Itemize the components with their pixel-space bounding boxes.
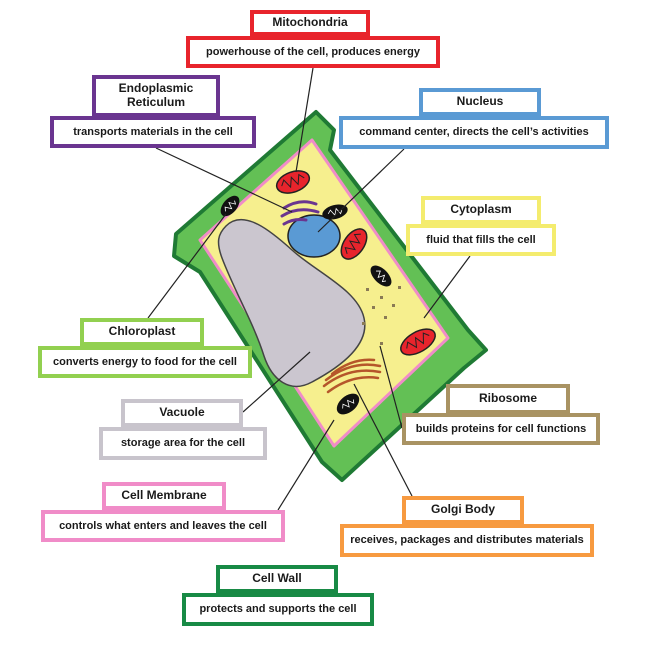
chloroplast-group — [220, 195, 392, 415]
leader-ribosome — [379, 345, 403, 429]
golgi-description: receives, packages and distributes mater… — [340, 524, 594, 557]
ribosome — [392, 304, 395, 307]
mitochondria-title: Mitochondria — [250, 10, 370, 36]
golgi-title: Golgi Body — [402, 496, 524, 524]
ribosome — [380, 342, 383, 345]
ribosome — [372, 306, 375, 309]
ribosome — [380, 296, 383, 299]
mitochondrion — [400, 328, 436, 356]
er-title: Endoplasmic Reticulum — [92, 75, 220, 117]
chloroplast-title: Chloroplast — [80, 318, 204, 346]
chloroplast — [220, 195, 240, 217]
chloroplast — [336, 393, 360, 415]
leader-mitochondria — [295, 67, 314, 173]
ribosome — [384, 316, 387, 319]
vacuole-title: Vacuole — [121, 399, 243, 427]
chloroplast-description: converts energy to food for the cell — [38, 346, 252, 378]
mitochondria-description: powerhouse of the cell, produces energy — [186, 36, 440, 68]
ribosome — [362, 322, 365, 325]
leader-golgi — [353, 383, 413, 497]
vacuole — [217, 219, 366, 388]
ribosome-group — [362, 286, 401, 345]
chloroplast — [322, 204, 348, 220]
cell-wall-description: protects and supports the cell — [182, 593, 374, 626]
leader-nucleus — [317, 148, 405, 233]
er-description: transports materials in the cell — [50, 116, 256, 148]
leader-membrane — [277, 419, 335, 511]
nucleus — [287, 214, 341, 258]
endoplasmic-reticulum — [280, 200, 320, 226]
leader-vacuole — [242, 351, 311, 413]
golgi-body — [322, 358, 382, 394]
cell-wall-title: Cell Wall — [216, 565, 338, 593]
leader-chloroplast — [147, 213, 227, 319]
membrane-description: controls what enters and leaves the cell — [41, 510, 285, 542]
ribosome-description: builds proteins for cell functions — [402, 413, 600, 445]
ribosome — [366, 288, 369, 291]
mitochondrion — [340, 228, 368, 260]
mitochondrion — [275, 170, 311, 194]
nucleus-title: Nucleus — [419, 88, 541, 116]
ribosome — [398, 286, 401, 289]
leader-lines — [147, 67, 471, 511]
leader-cytoplasm — [423, 255, 471, 319]
membrane-title: Cell Membrane — [102, 482, 226, 510]
cytoplasm-title: Cytoplasm — [421, 196, 541, 224]
chloroplast — [370, 265, 392, 287]
leader-er — [155, 147, 293, 213]
nucleus-description: command center, directs the cell’s activ… — [339, 116, 609, 149]
mitochondria-group — [275, 170, 436, 356]
cytoplasm-description: fluid that fills the cell — [406, 224, 556, 256]
ribosome-title: Ribosome — [446, 384, 570, 414]
vacuole-description: storage area for the cell — [99, 427, 267, 460]
